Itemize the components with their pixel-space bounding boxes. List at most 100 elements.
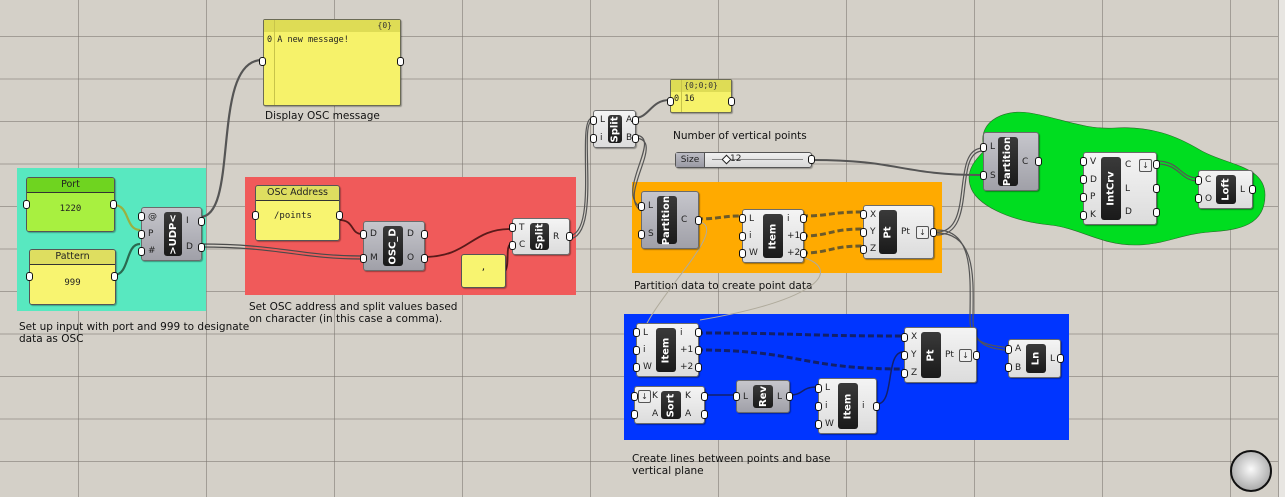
item3-input-pin[interactable] (815, 419, 822, 429)
sort-output-pin[interactable] (701, 409, 708, 419)
sort-input-pin[interactable] (631, 391, 638, 401)
partition2-input-pin[interactable] (980, 142, 987, 152)
item2-output-pin[interactable] (695, 328, 702, 338)
udp-input-pin[interactable] (138, 246, 145, 256)
udp-input-pin[interactable] (138, 212, 145, 222)
split-list-name[interactable]: Split (608, 115, 622, 143)
item3-name[interactable]: Item (838, 383, 858, 429)
partition2-output-pin[interactable] (1035, 157, 1042, 166)
item3-input-pin[interactable] (815, 383, 822, 393)
item2-input-pin[interactable] (633, 328, 640, 338)
pattern-value[interactable]: 999 (30, 265, 115, 304)
item3-input-pin[interactable] (815, 401, 822, 411)
rev-input-pin[interactable] (733, 392, 740, 401)
message-panel-content[interactable]: 0 A new message! (264, 32, 400, 48)
message-panel[interactable]: {0} 0 A new message! (263, 19, 401, 106)
vertical-scrollbar[interactable] (1278, 0, 1285, 497)
pt2-input-pin[interactable] (901, 332, 908, 342)
osc-d-output-pin[interactable] (421, 229, 428, 239)
intcrv-name[interactable]: IntCrv (1101, 157, 1121, 220)
osc-d-output-pin[interactable] (421, 253, 428, 263)
port-value[interactable]: 1220 (27, 193, 114, 231)
osc-address-value[interactable]: /points (256, 201, 339, 240)
pt2-name[interactable]: Pt (921, 332, 941, 378)
sort-output-pin[interactable] (701, 391, 708, 401)
intcrv-input-pin[interactable] (1080, 157, 1087, 167)
graft-icon[interactable]: ↓ (959, 349, 972, 362)
split-list-output-pin[interactable] (632, 133, 639, 143)
loft-output-pin[interactable] (1249, 185, 1256, 194)
intcrv-input-pin[interactable] (1080, 210, 1087, 220)
split-text-name[interactable]: Split (530, 223, 549, 250)
udp-input-pin[interactable] (138, 229, 145, 239)
message-panel-input-pin[interactable] (259, 57, 266, 66)
comma-param[interactable]: , (461, 254, 506, 288)
partition1-name[interactable]: Partition (657, 195, 677, 245)
osc-d-input-pin[interactable] (360, 253, 367, 263)
comma-value[interactable]: , (480, 263, 487, 273)
osc-d-name[interactable]: OSC_D (383, 226, 403, 266)
item1-input-pin[interactable] (739, 231, 746, 241)
split-list-input-pin[interactable] (590, 133, 597, 143)
partition2-input-pin[interactable] (980, 171, 987, 181)
osc-address-param[interactable]: OSC Address /points (255, 185, 340, 241)
intcrv-input-pin[interactable] (1080, 192, 1087, 202)
loft-input-pin[interactable] (1195, 175, 1202, 185)
rev-name[interactable]: Rev (753, 385, 773, 408)
osc-d-input-pin[interactable] (360, 229, 367, 239)
item1-input-pin[interactable] (739, 248, 746, 258)
intcrv-output-pin[interactable] (1153, 160, 1160, 170)
split-text-output-pin[interactable] (566, 232, 573, 241)
size-slider[interactable]: Size 12 (675, 152, 812, 168)
partition1-input-pin[interactable] (638, 201, 645, 211)
partition2-name[interactable]: Partition (998, 137, 1018, 186)
pt1-input-pin[interactable] (860, 210, 867, 220)
intcrv-output-pin[interactable] (1153, 207, 1160, 217)
graft-icon[interactable]: ↓ (638, 390, 651, 403)
sort-input-pin[interactable] (631, 409, 638, 419)
ln-output-pin[interactable] (1057, 354, 1064, 363)
item1-name[interactable]: Item (763, 214, 783, 258)
port-param[interactable]: Port 1220 (26, 177, 115, 232)
port-input-pin[interactable] (23, 200, 30, 209)
pt1-output-pin[interactable] (930, 227, 937, 237)
pt2-output-pin[interactable] (973, 350, 980, 360)
pattern-output-pin[interactable] (111, 272, 118, 281)
split-text-input-pin[interactable] (509, 223, 516, 233)
graft-icon[interactable]: ↓ (916, 226, 929, 239)
item2-input-pin[interactable] (633, 362, 640, 372)
udp-name[interactable]: >UDP< (164, 212, 182, 256)
osc-address-output-pin[interactable] (336, 211, 343, 220)
item2-output-pin[interactable] (695, 345, 702, 355)
item2-name[interactable]: Item (656, 328, 676, 372)
pt1-input-pin[interactable] (860, 244, 867, 254)
loft-name[interactable]: Loft (1216, 175, 1236, 204)
canvas-navigation-widget[interactable] (1230, 450, 1272, 492)
partition1-output-pin[interactable] (695, 215, 702, 225)
loft-input-pin[interactable] (1195, 194, 1202, 204)
split-list-input-pin[interactable] (590, 115, 597, 125)
rev-output-pin[interactable] (786, 392, 793, 401)
size-slider-track[interactable] (712, 159, 803, 160)
item1-output-pin[interactable] (800, 248, 807, 258)
ln-input-pin[interactable] (1005, 344, 1012, 354)
udp-output-pin[interactable] (198, 242, 205, 252)
pt2-input-pin[interactable] (901, 350, 908, 360)
graft-icon[interactable]: ↓ (1139, 158, 1152, 172)
sort-name[interactable]: Sort (661, 391, 681, 419)
intcrv-output-pin[interactable] (1153, 184, 1160, 193)
